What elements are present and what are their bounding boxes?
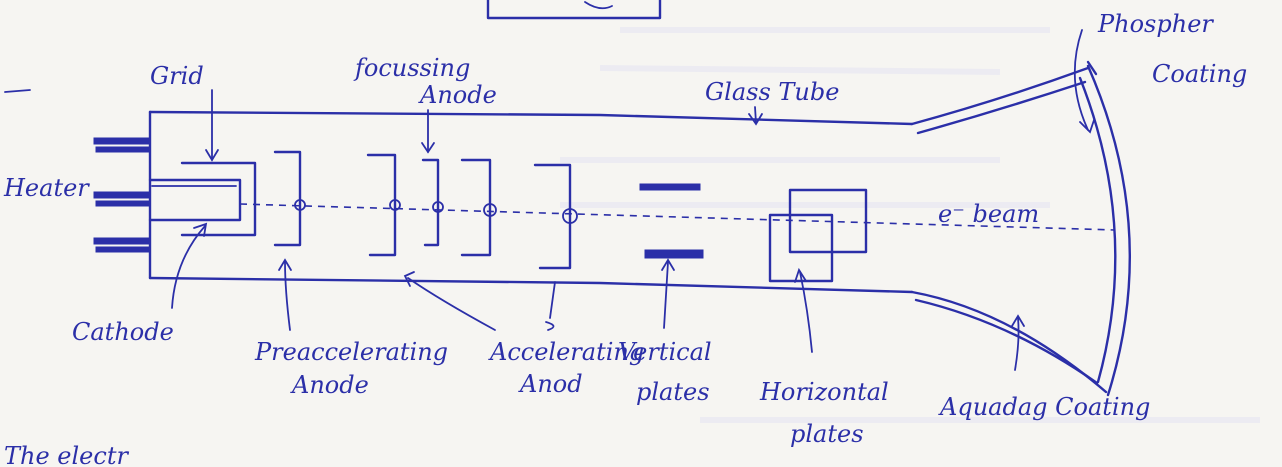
vertical-deflection-plates — [640, 184, 703, 258]
margin-mark — [5, 90, 30, 92]
label-aquadag: Aquadag Coating — [938, 393, 1150, 421]
label-cathode: Cathode — [72, 318, 174, 346]
heater-pins — [94, 138, 150, 252]
footer-text: The electr — [4, 442, 129, 467]
label-horizontal-2: plates — [790, 420, 864, 448]
grid-electrode — [182, 163, 255, 235]
label-beam: e⁻ beam — [938, 200, 1039, 228]
label-grid: Grid — [150, 62, 204, 90]
accelerating-anode — [462, 160, 577, 268]
label-heater: Heater — [3, 174, 90, 202]
label-preaccelerating-1: Preaccelerating — [254, 338, 448, 366]
preaccelerating-anode — [275, 152, 305, 245]
label-focusing-1: focussing — [353, 54, 470, 82]
cathode — [150, 180, 240, 220]
heading-scribble — [585, 2, 612, 8]
label-focusing-2: Anode — [418, 81, 497, 109]
label-glass-tube: Glass Tube — [705, 78, 839, 106]
label-accelerating-2: Anod — [518, 370, 583, 398]
label-horizontal-1: Horizontal — [759, 378, 889, 406]
focusing-anode — [368, 155, 443, 255]
label-phosphor-2: Coating — [1152, 60, 1247, 88]
label-preaccelerating-2: Anode — [290, 371, 369, 399]
label-vertical-1: Vertical — [618, 338, 712, 366]
heading-box — [488, 0, 660, 18]
label-phosphor-1: Phospher — [1097, 10, 1214, 38]
label-vertical-2: plates — [636, 378, 710, 406]
